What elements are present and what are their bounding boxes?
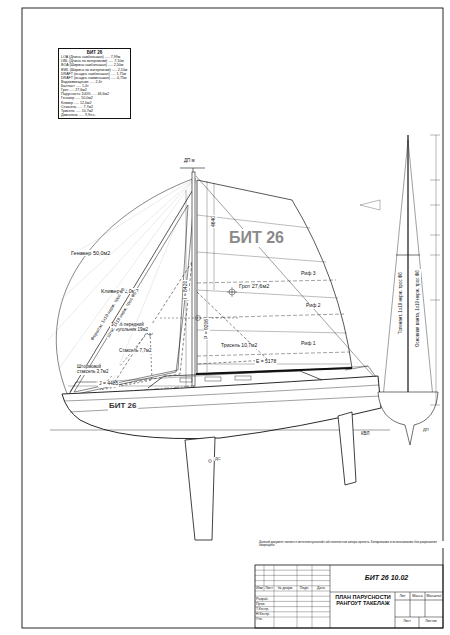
sail-label: E = 5178 [255,359,277,365]
table-row: Стаксель ..... 7,7м2 [61,105,128,109]
title-block-cell: Пров. [256,602,265,606]
rigging-label: 4640 [211,215,217,228]
sail-label: ДС [214,457,222,461]
sail-label: J = 4485 [98,381,119,387]
sail-label: Трисель 10,7м2 [220,343,258,349]
rigging-label: Топенант, 1x19 нерж. трос Ф6 [399,271,404,335]
title-block-cell: Т.Контр. [256,607,269,611]
table-row: Генакер ..... 50,0м2 [61,96,128,100]
sail-label: Генакер 50,0м2 [70,250,111,256]
title-block-cell: ПЛАН ПАРУСНОСТИ РАНГОУТ ТАКЕЛАЖ [332,594,394,607]
sail-label: КВЛ [360,432,371,437]
table-row: Парусность 100% ..... 46,6м2 [61,92,128,96]
table-row: Кливер ..... 12,0м2 [61,101,128,105]
table-row: BOA (Ширина наибольшая) ..... 2,50м [61,63,128,67]
title-block-cell: Подп. [297,586,312,590]
title-block-cell: БИТ 26 10.02 [330,574,443,582]
table-row: Балласт ..... 1,0т [61,84,128,88]
title-block-cell: № докум. [274,586,297,590]
title-block: БИТ 26 10.02ПЛАН ПАРУСНОСТИ РАНГОУТ ТАКЕ… [255,565,443,628]
sail-label: БИТ 26 [228,229,285,247]
table-row: LOA (Длина наибольшая) ..... 7,99м [61,55,128,59]
rigging-label: P = 9206 [204,318,210,340]
sail-label: Риф 2 [305,303,321,309]
sail-label: ДП [422,428,430,432]
rigging-label: I = 8420 [183,280,189,300]
title-block-cell: Утв. [256,617,263,621]
table-row: Грот ..... 27,6м2 [61,88,128,92]
title-block-cell: Разраб. [256,597,269,601]
rigging-label: Основная ванта, 1x19 нерж. трос Ф6 [416,269,421,348]
sail-label: Грот 27,6м2 [238,283,270,289]
spec-table: БИТ 26LOA (Длина наибольшая) ..... 7,99м… [58,48,131,119]
sail-label: ДП м [183,159,196,164]
table-row: DRAFT (осадка наименьшая) ..... 0,75м [61,76,128,80]
title-block-cell: Масса [410,594,425,598]
sail-label: БИТ 26 [108,402,138,411]
title-block-cell: Лист [264,586,274,590]
title-block-cell: Листов [419,619,443,623]
title-block-cell: Масштаб [425,594,443,598]
table-title: БИТ 26 [61,50,128,55]
title-block-cell: Дата [312,586,330,590]
table-row: BWL (Ширина по ватерлинии) ..... 2,10м [61,68,128,72]
table-row: Двигатель ..... 9,9л.с. [61,113,128,117]
table-row: Трисель ..... 10,7м2 [61,109,128,113]
title-block-cell: Н.Контр. [256,612,270,616]
sail-label: Риф 1 [300,341,316,347]
sail-label: Данный документ является интеллектуально… [258,541,445,548]
table-row: LWL (Длина по ватерлинии) ..... 7,10м [61,59,128,63]
sail-label: Риф 3 [300,271,316,277]
table-row: DRAFT (осадка наибольшая) ..... 1,75м [61,72,128,76]
title-block-cell: Изм [255,586,264,590]
sail-label: Штормовой стаксель 3,7м2 [76,365,120,375]
title-block-cell: Лист [395,619,419,623]
title-block-cell: Лит [395,594,410,598]
table-row: Водоизмещение ..... 2,4т [61,80,128,84]
sail-label: Стаксель 7,7м2 [118,349,152,354]
